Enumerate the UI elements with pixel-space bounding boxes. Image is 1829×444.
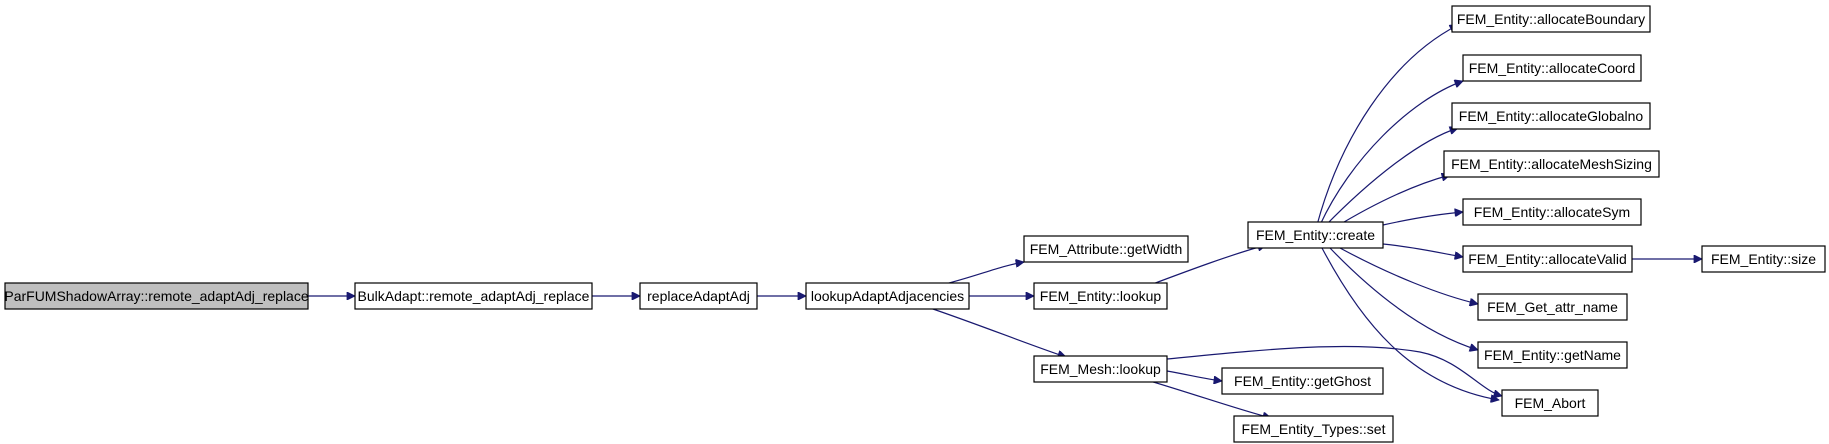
node-label-getwidth: FEM_Attribute::getWidth xyxy=(1030,241,1183,257)
edge-create-to-allocboundary xyxy=(1316,24,1458,226)
edge-create-to-alloccoord xyxy=(1319,81,1463,226)
edge-lookupadj-to-getwidth xyxy=(944,262,1024,285)
node-meshlookup[interactable]: FEM_Mesh::lookup xyxy=(1033,355,1168,383)
node-label-abort: FEM_Abort xyxy=(1515,395,1586,411)
node-getwidth[interactable]: FEM_Attribute::getWidth xyxy=(1023,235,1189,263)
node-label-getname: FEM_Entity::getName xyxy=(1484,347,1621,363)
edge-create-to-abort xyxy=(1321,247,1499,400)
node-label-allocglobalno: FEM_Entity::allocateGlobalno xyxy=(1459,108,1644,124)
edge-create-to-allocvalid xyxy=(1382,243,1463,257)
node-create[interactable]: FEM_Entity::create xyxy=(1247,221,1384,249)
call-edges xyxy=(308,24,1702,418)
edge-create-to-allocmeshsizing xyxy=(1333,175,1450,229)
node-getname[interactable]: FEM_Entity::getName xyxy=(1477,341,1628,369)
node-label-allocvalid: FEM_Entity::allocateValid xyxy=(1468,251,1626,267)
node-label-size: FEM_Entity::size xyxy=(1711,251,1816,267)
node-label-getattrname: FEM_Get_attr_name xyxy=(1487,299,1618,315)
node-label-create: FEM_Entity::create xyxy=(1256,227,1375,243)
node-label-alloccoord: FEM_Entity::allocateCoord xyxy=(1469,60,1636,76)
edge-create-to-allocglobalno xyxy=(1324,128,1458,227)
node-label-allocsym: FEM_Entity::allocateSym xyxy=(1474,204,1630,220)
node-size[interactable]: FEM_Entity::size xyxy=(1701,245,1826,273)
node-allocmeshsizing[interactable]: FEM_Entity::allocateMeshSizing xyxy=(1443,150,1660,178)
node-lookupadj[interactable]: lookupAdaptAdjacencies xyxy=(805,282,970,310)
edge-create-to-allocsym xyxy=(1382,212,1463,226)
node-label-replace: replaceAdaptAdj xyxy=(647,288,750,304)
node-bulk[interactable]: BulkAdapt::remote_adaptAdj_replace xyxy=(354,282,593,310)
edge-create-to-getname xyxy=(1329,247,1478,350)
node-allocboundary[interactable]: FEM_Entity::allocateBoundary xyxy=(1451,5,1651,33)
node-label-allocmeshsizing: FEM_Entity::allocateMeshSizing xyxy=(1451,156,1652,172)
edge-lookupadj-to-meshlookup xyxy=(929,307,1066,357)
node-abort[interactable]: FEM_Abort xyxy=(1501,389,1599,417)
node-label-lookupadj: lookupAdaptAdjacencies xyxy=(811,288,964,304)
node-label-typesset: FEM_Entity_Types::set xyxy=(1242,421,1386,437)
edge-meshlookup-to-getghost xyxy=(1166,370,1222,381)
node-allocsym[interactable]: FEM_Entity::allocateSym xyxy=(1462,198,1642,226)
node-allocvalid[interactable]: FEM_Entity::allocateValid xyxy=(1462,245,1633,273)
node-label-meshlookup: FEM_Mesh::lookup xyxy=(1040,361,1161,377)
call-nodes: ParFUMShadowArray::remote_adaptAdj_repla… xyxy=(4,5,1826,443)
node-entlookup[interactable]: FEM_Entity::lookup xyxy=(1033,282,1168,310)
node-getghost[interactable]: FEM_Entity::getGhost xyxy=(1221,367,1384,395)
edge-meshlookup-to-typesset xyxy=(1149,380,1271,418)
node-typesset[interactable]: FEM_Entity_Types::set xyxy=(1233,415,1394,443)
node-getattrname[interactable]: FEM_Get_attr_name xyxy=(1477,293,1628,321)
edge-meshlookup-to-abort xyxy=(1166,345,1502,396)
node-replace[interactable]: replaceAdaptAdj xyxy=(639,282,758,310)
node-alloccoord[interactable]: FEM_Entity::allocateCoord xyxy=(1462,54,1642,82)
node-label-root: ParFUMShadowArray::remote_adaptAdj_repla… xyxy=(4,288,308,304)
node-label-getghost: FEM_Entity::getGhost xyxy=(1234,373,1371,389)
node-allocglobalno[interactable]: FEM_Entity::allocateGlobalno xyxy=(1451,102,1651,130)
node-label-bulk: BulkAdapt::remote_adaptAdj_replace xyxy=(358,288,590,304)
node-label-entlookup: FEM_Entity::lookup xyxy=(1040,288,1162,304)
node-label-allocboundary: FEM_Entity::allocateBoundary xyxy=(1457,11,1645,27)
edge-create-to-getattrname xyxy=(1339,247,1478,304)
node-root[interactable]: ParFUMShadowArray::remote_adaptAdj_repla… xyxy=(4,282,309,310)
